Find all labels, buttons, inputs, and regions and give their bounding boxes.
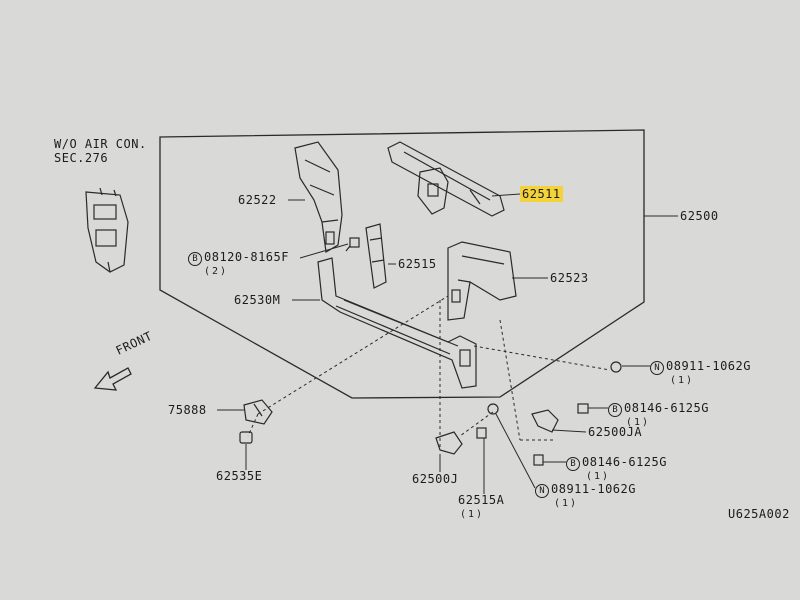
part-label-62530m[interactable]: 62530M xyxy=(234,293,281,307)
dashed-leaders xyxy=(247,295,611,448)
note-line-1: W/O AIR CON. xyxy=(54,137,147,151)
part-62522-shape xyxy=(294,141,343,253)
part-label-62535e[interactable]: 62535E xyxy=(216,469,263,483)
n-symbol-icon: N xyxy=(650,361,664,375)
nut-n2-shape xyxy=(487,403,499,415)
part-62523-shape xyxy=(447,241,517,321)
part-label-75888[interactable]: 75888 xyxy=(168,403,207,417)
part-label-62500[interactable]: 62500 xyxy=(680,209,719,223)
fastener-b3-qty: (1) xyxy=(586,471,611,482)
nut-n1-shape xyxy=(610,361,622,373)
assembly-boundary xyxy=(159,129,645,399)
part-label-62515[interactable]: 62515 xyxy=(398,257,437,271)
bolt-b1-shape xyxy=(345,237,360,252)
fastener-n1-qty: (1) xyxy=(670,375,695,386)
leader-lines xyxy=(217,193,678,494)
part-62500j-shape xyxy=(435,431,463,455)
part-62515a-qty: (1) xyxy=(460,509,485,520)
part-62530m-shape xyxy=(317,257,477,389)
highlight-62511: 62511 xyxy=(520,186,563,202)
part-label-62523[interactable]: 62523 xyxy=(550,271,589,285)
note-line-2: SEC.276 xyxy=(54,151,109,165)
part-label-62522[interactable]: 62522 xyxy=(238,193,277,207)
part-62511-shape xyxy=(387,141,505,217)
fastener-b2-qty: (1) xyxy=(626,417,651,428)
air-con-bracket-part xyxy=(85,187,129,273)
bolt-b3-shape xyxy=(533,454,544,466)
part-62535e-shape xyxy=(239,431,253,444)
diagram-code: U625A002 xyxy=(728,507,790,521)
part-62515a-shape xyxy=(476,427,487,439)
fastener-b1-qty: (2) xyxy=(204,266,229,277)
part-62500ja-shape xyxy=(531,409,559,433)
b-symbol-icon: B xyxy=(566,457,580,471)
bolt-b2-shape xyxy=(577,403,589,414)
b-symbol-icon: B xyxy=(188,252,202,266)
front-arrow-icon xyxy=(93,367,132,391)
part-label-62515a[interactable]: 62515A xyxy=(458,493,505,507)
part-label-62511[interactable]: 62511 xyxy=(520,186,563,202)
fastener-n2-qty: (1) xyxy=(554,498,579,509)
part-75888-shape xyxy=(243,399,273,425)
part-62515-shape xyxy=(365,223,387,289)
part-label-62500j[interactable]: 62500J xyxy=(412,472,459,486)
b-symbol-icon: B xyxy=(608,403,622,417)
n-symbol-icon: N xyxy=(535,484,549,498)
part-label-62500ja[interactable]: 62500JA xyxy=(588,425,643,439)
